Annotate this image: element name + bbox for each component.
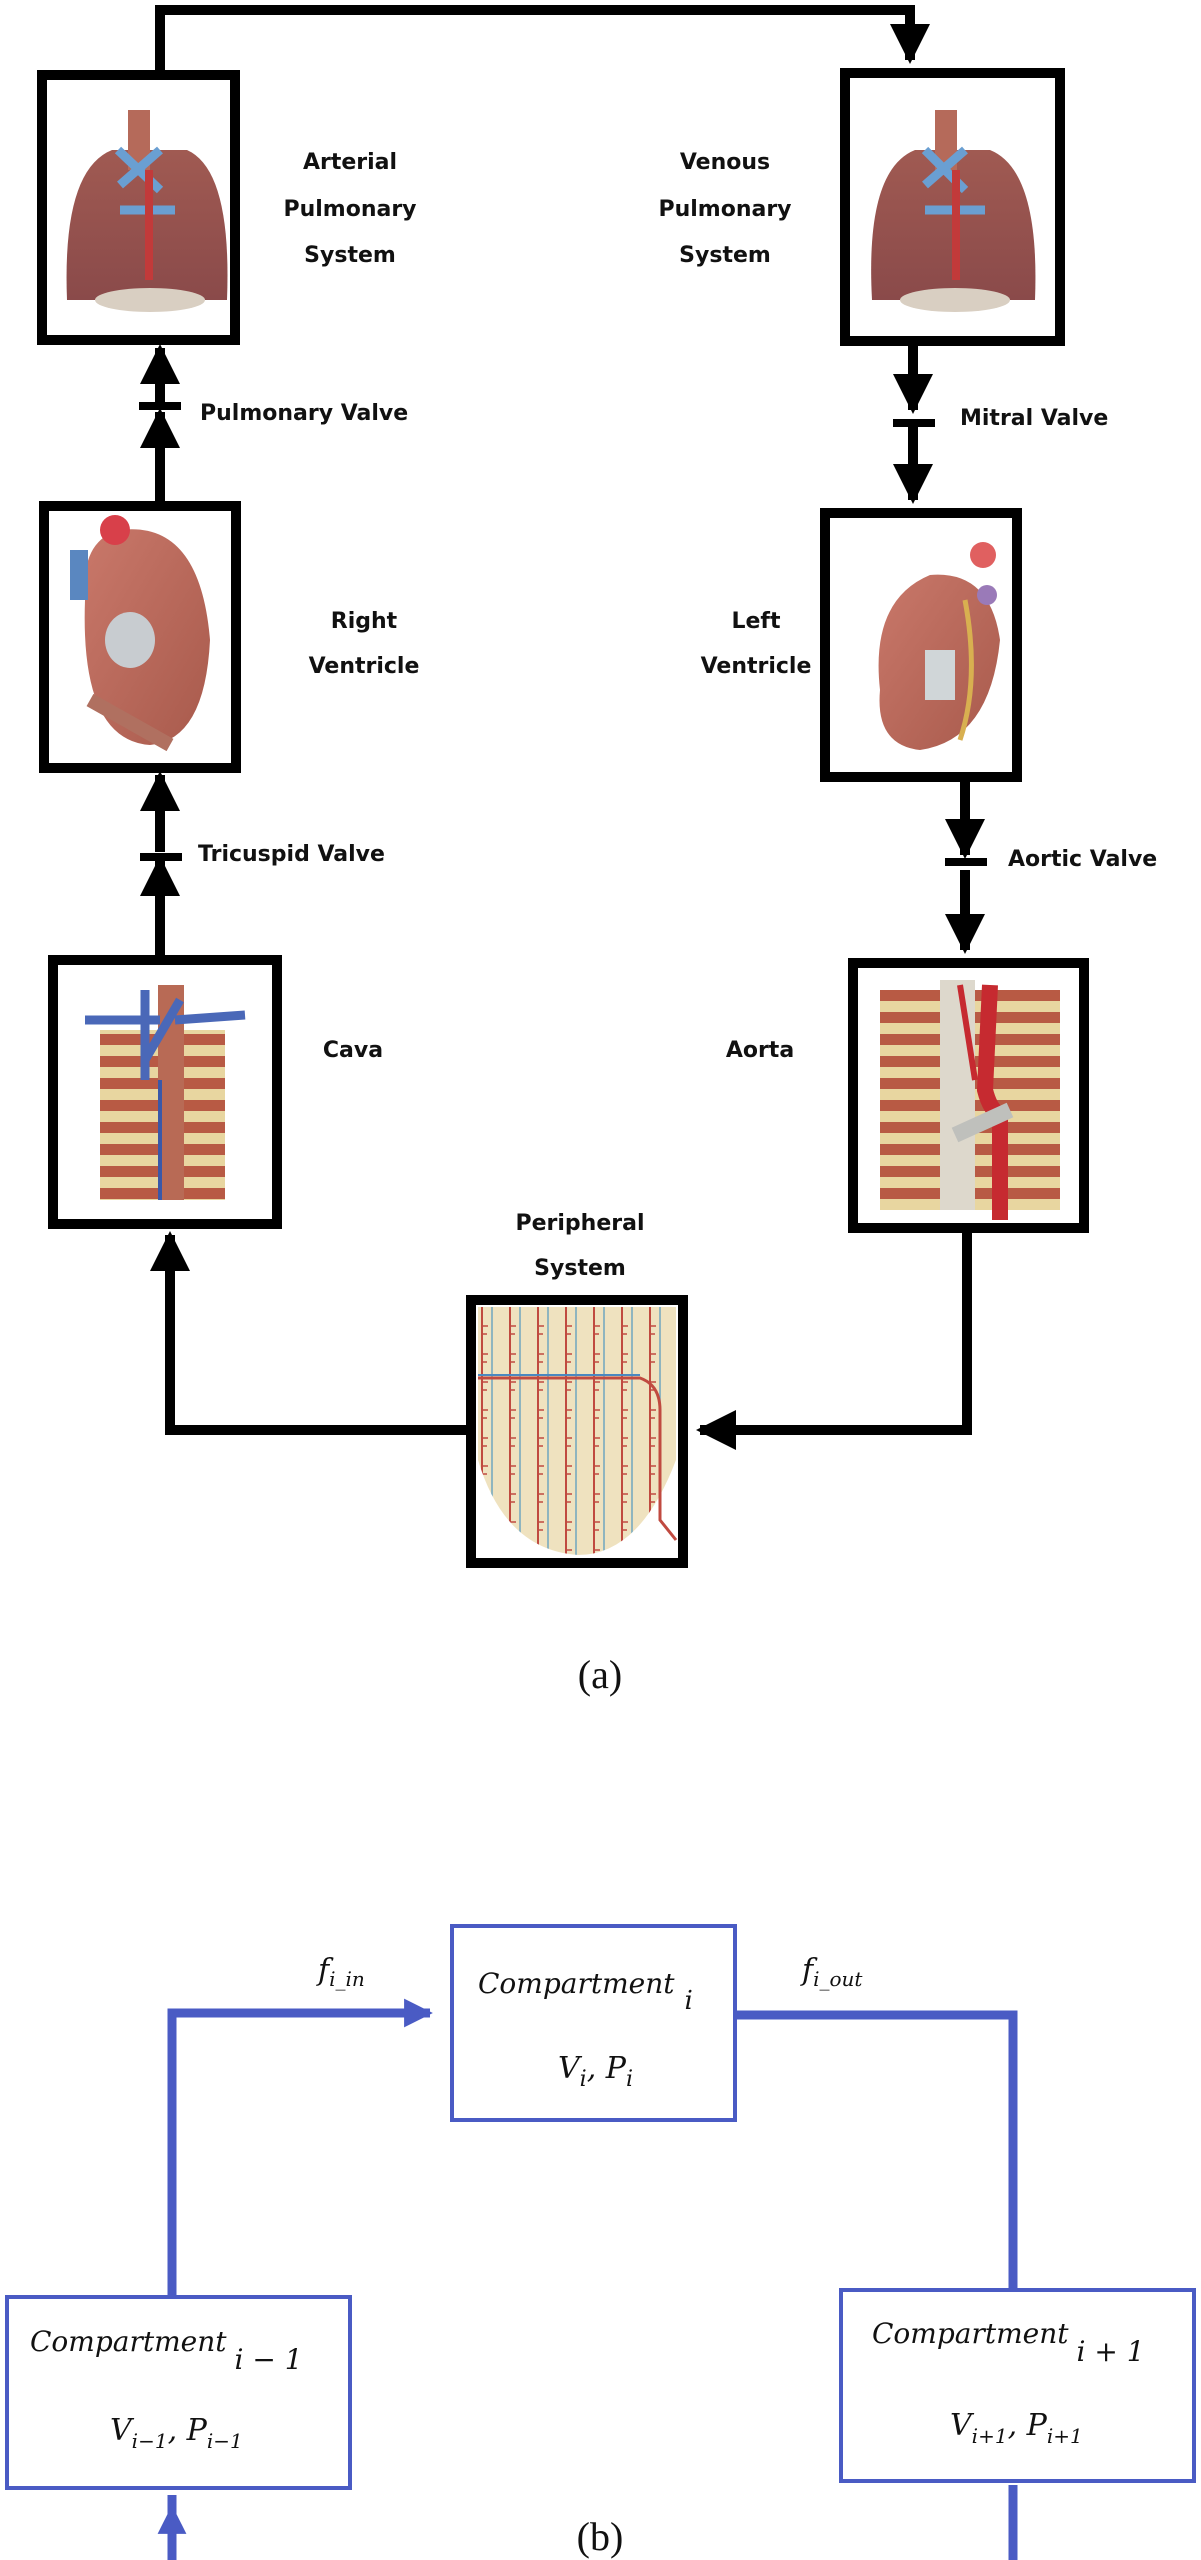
caption-a: (a) [578, 1652, 622, 1697]
aortic-valve-icon [945, 858, 987, 866]
compartment-peripheral [466, 1295, 688, 1568]
label-arterial-pulmonary: Arterial Pulmonary System [283, 150, 416, 268]
compartment-i-title: Compartmenti [478, 1967, 693, 2016]
valve-symbols [139, 402, 987, 866]
compartment-aorta [848, 958, 1089, 1233]
heart-right-illustration-icon [70, 515, 210, 752]
aorta-illustration-icon [880, 980, 1060, 1220]
arrow-flow-in [167, 1998, 433, 2295]
label-mitral-valve: Mitral Valve [960, 406, 1108, 431]
compartment-venous-pulmonary [840, 68, 1065, 346]
label-line: System [304, 243, 396, 268]
label-right-ventricle: Right Ventricle [309, 609, 420, 679]
compartment-i-plus-1-box [839, 2288, 1196, 2483]
compartment-i-vars: Vi, Pi [558, 2051, 633, 2092]
compartment-right-ventricle [39, 501, 241, 773]
pulmonary-valve-icon [139, 402, 181, 410]
compartment-i-plus-1-title: Compartmenti + 1 [872, 2317, 1145, 2368]
label-line: Pulmonary [283, 197, 416, 222]
label-left-ventricle: Left Ventricle [701, 609, 812, 679]
label-venous-pulmonary: Venous Pulmonary System [658, 150, 791, 268]
flow-in-label: fi_in [316, 1953, 365, 1991]
compartment-i-minus-1-title: Compartmenti − 1 [30, 2325, 303, 2376]
arrow-flow-out [734, 2010, 1018, 2290]
label-line: Pulmonary [658, 197, 791, 222]
mitral-valve-icon [893, 419, 935, 427]
label-line: Left [731, 609, 781, 634]
arrow-aorta-to-peripheral [696, 1225, 972, 1450]
compartment-arterial-pulmonary [37, 70, 240, 345]
label-aortic-valve: Aortic Valve [1008, 847, 1157, 872]
label-line: Arterial [303, 150, 397, 175]
label-line: Ventricle [309, 654, 420, 679]
compartment-flow-diagram: Compartmenti Vi, Pi Compartmenti − 1 Vi−… [5, 1924, 1196, 2560]
arrow-peripheral-to-cava [150, 1231, 468, 1435]
compartment-cava [48, 955, 282, 1229]
heart-left-illustration-icon [878, 542, 1000, 750]
label-line: System [679, 243, 771, 268]
label-line: Ventricle [701, 654, 812, 679]
lungs-illustration-icon [871, 110, 1036, 312]
blue-connectors [167, 1998, 1018, 2560]
flow-out-label: fi_out [800, 1953, 863, 1991]
label-line: System [534, 1256, 626, 1281]
label-tricuspid-valve: Tricuspid Valve [198, 842, 385, 867]
compartment-i-minus-1-box [5, 2295, 352, 2490]
arrow-arterial-to-venous [155, 5, 930, 72]
label-pulmonary-valve: Pulmonary Valve [200, 401, 408, 426]
label-line: Right [331, 609, 398, 634]
label-cava: Cava [323, 1038, 383, 1063]
lungs-illustration-icon [66, 110, 228, 312]
label-line: Venous [680, 150, 770, 175]
flow-connectors [140, 5, 985, 1450]
label-aorta: Aorta [726, 1038, 794, 1063]
vena-cava-illustration-icon [85, 985, 246, 1200]
compartment-left-ventricle [820, 508, 1022, 782]
peripheral-vessels-illustration-icon [478, 1307, 678, 1555]
compartment-i-minus-1-vars: Vi−1, Pi−1 [110, 2413, 243, 2453]
label-peripheral: Peripheral System [515, 1211, 644, 1281]
label-line: Peripheral [515, 1211, 644, 1236]
compartment-i-box [450, 1924, 737, 2122]
caption-b: (b) [577, 2514, 624, 2559]
compartment-i-plus-1-vars: Vi+1, Pi+1 [950, 2408, 1083, 2448]
tricuspid-valve-icon [140, 853, 182, 861]
